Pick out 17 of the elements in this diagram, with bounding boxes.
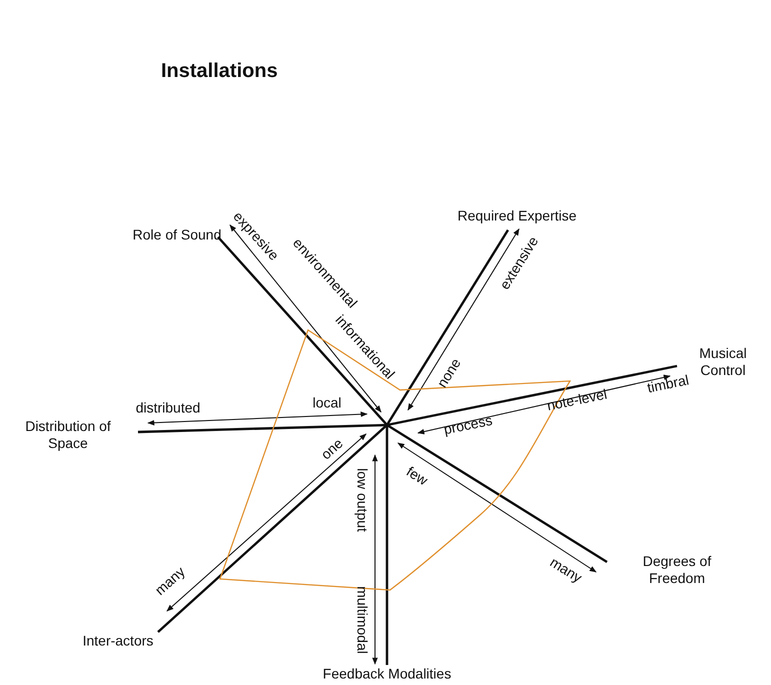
scale-label: multimodal: [354, 586, 370, 654]
scale-label: distributed: [136, 400, 200, 416]
scale-label: timbral: [646, 372, 690, 396]
axis-title: Musical Control: [698, 345, 748, 379]
chart-title: Installations: [161, 60, 278, 83]
axis-title: Inter-actors: [82, 632, 154, 650]
axis-title: Required Expertise: [457, 208, 577, 224]
scale-label: local: [312, 394, 342, 412]
scale-label: low output: [354, 468, 370, 532]
scale-label: one: [318, 434, 346, 464]
axis-title: Distribution of Space: [24, 418, 112, 452]
scale-label: process: [442, 412, 494, 438]
axis-title: Feedback Modalities: [322, 666, 452, 682]
scale-label: note-level: [546, 386, 608, 414]
axis-title: Role of Sound: [132, 226, 222, 244]
axis-title: Degrees of Freedom: [642, 553, 712, 587]
scale-label: few: [403, 463, 431, 489]
